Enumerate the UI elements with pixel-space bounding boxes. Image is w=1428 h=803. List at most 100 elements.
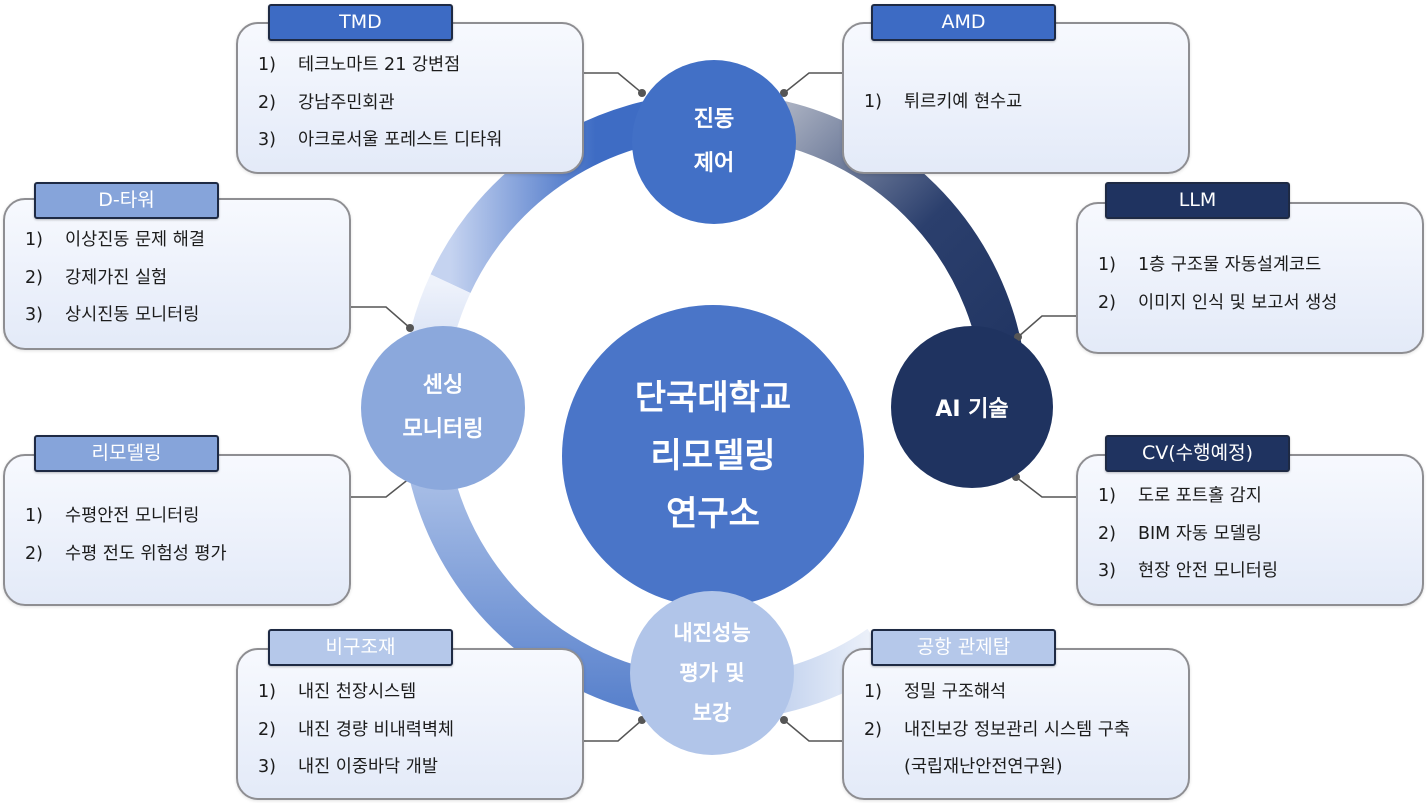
- sensing-line-2: 모니터링: [402, 417, 484, 442]
- connector-tmd: [583, 72, 643, 94]
- nonstructural-list: 1)내진 천장시스템 2) 내진 경량 비내력벽체 3) 내진 이중바닥 개발: [238, 674, 582, 787]
- list-item: 1) 1층 구조물 자동설계코드: [1078, 247, 1422, 285]
- vibration-control-node: 진동 제어: [632, 60, 796, 224]
- item-text: 강제가진 실험: [65, 267, 168, 288]
- item-text: 상시진동 모니터링: [65, 305, 200, 325]
- remodel-list: 1) 수평안전 모니터링 2) 수평 전도 위험성 평가: [5, 498, 349, 573]
- vibration-line-1: 진동: [693, 107, 735, 132]
- list-item: 1)정밀 구조해석: [844, 674, 1188, 712]
- dtower-box: 1) 이상진동 문제 해결 2)강제가진 실험 3)상시진동 모니터링: [3, 198, 351, 350]
- cv-list: 1) 도로 포트홀 감지 2) BIM 자동 모델링 3) 현장 안전 모니터링: [1078, 478, 1422, 591]
- list-item: (국립재난안전연구원): [844, 749, 1188, 787]
- amd-list: 1) 튀르키예 현수교: [844, 84, 1188, 122]
- item-number: 2): [1098, 292, 1116, 313]
- item-text: BIM 자동 모델링: [1138, 523, 1262, 544]
- item-number: 3): [258, 757, 276, 777]
- item-text: 현장 안전 모니터링: [1138, 561, 1278, 581]
- amd-label: AMD: [871, 4, 1056, 41]
- list-item: 2) BIM 자동 모델링: [1078, 516, 1422, 554]
- nonstructural-box: 1)내진 천장시스템 2) 내진 경량 비내력벽체 3) 내진 이중바닥 개발: [236, 648, 584, 800]
- item-number: 2): [864, 719, 882, 740]
- item-text: 1층 구조물 자동설계코드: [1138, 255, 1322, 275]
- center-line-2: 리모델링: [650, 436, 776, 476]
- llm-list: 1) 1층 구조물 자동설계코드 2) 이미지 인식 및 보고서 생성: [1078, 247, 1422, 322]
- item-number: 1): [864, 92, 882, 112]
- connector-dot-dtower: [406, 324, 414, 332]
- cv-label: CV(수행예정): [1105, 435, 1290, 472]
- seismic-evaluation-node: 내진성능 평가 및 보강: [630, 591, 794, 755]
- list-item: 3) 내진 이중바닥 개발: [238, 749, 582, 787]
- item-number: 3): [1098, 561, 1116, 581]
- llm-label: LLM: [1105, 182, 1290, 219]
- seismic-line-2: 평가 및: [679, 661, 745, 685]
- item-number: 2): [1098, 523, 1116, 544]
- list-item: 2)강제가진 실험: [5, 260, 349, 298]
- item-text: 수평 전도 위험성 평가: [65, 543, 227, 564]
- item-number: 1): [1098, 255, 1116, 275]
- center-line-3: 연구소: [666, 494, 760, 534]
- list-item: 2) 내진보강 정보관리 시스템 구축: [844, 712, 1188, 750]
- connector-remodel: [350, 477, 411, 498]
- item-text: 아크로서울 포레스트 디타워: [298, 130, 503, 150]
- item-number: 3): [258, 130, 276, 150]
- item-number: 2): [25, 543, 43, 564]
- ai-label: AI 기술: [935, 397, 1009, 422]
- list-item: 3) 아크로서울 포레스트 디타워: [238, 122, 582, 160]
- airport-tower-label: 공항 관제탑: [871, 629, 1056, 666]
- item-text: 내진보강 정보관리 시스템 구축: [904, 719, 1130, 740]
- item-text: 강남주민회관: [298, 92, 395, 113]
- item-number: 1): [25, 506, 43, 526]
- sensing-line-1: 센싱: [422, 373, 464, 398]
- item-number: 2): [258, 92, 276, 113]
- center-node: 단국대학교 리모델링 연구소: [562, 305, 864, 607]
- list-item: 2) 강남주민회관: [238, 85, 582, 123]
- item-number: 1): [258, 682, 276, 702]
- list-item: 1)내진 천장시스템: [238, 674, 582, 712]
- list-item: 1) 수평안전 모니터링: [5, 498, 349, 536]
- list-item: 2) 내진 경량 비내력벽체: [238, 712, 582, 750]
- remodel-label: 리모델링: [34, 435, 219, 472]
- item-text: 이상진동 문제 해결: [65, 230, 205, 250]
- item-text: (국립재난안전연구원): [904, 757, 1063, 777]
- connector-bigu: [583, 719, 643, 742]
- list-item: 2) 이미지 인식 및 보고서 생성: [1078, 285, 1422, 323]
- airport-tower-box: 1)정밀 구조해석 2) 내진보강 정보관리 시스템 구축 (국립재난안전연구원): [842, 648, 1190, 800]
- connector-amd: [783, 72, 844, 94]
- sensing-monitoring-node: 센싱 모니터링: [361, 326, 525, 490]
- item-number: 2): [258, 719, 276, 740]
- connector-dot-amd: [780, 89, 788, 97]
- item-text: 정밀 구조해석: [904, 682, 1007, 702]
- connector-dot-tmd: [638, 89, 646, 97]
- tmd-label: TMD: [268, 4, 453, 41]
- item-text: 도로 포트홀 감지: [1138, 486, 1262, 506]
- item-text: 테크노마트 21 강변점: [298, 55, 461, 75]
- list-item: 1) 튀르키예 현수교: [844, 84, 1188, 122]
- item-text: 내진 이중바닥 개발: [298, 757, 438, 777]
- nonstructural-label: 비구조재: [268, 629, 453, 666]
- item-number: 1): [258, 55, 276, 75]
- item-text: 수평안전 모니터링: [65, 506, 200, 526]
- item-text: 튀르키예 현수교: [904, 92, 1023, 112]
- item-number: 1): [25, 230, 43, 250]
- remodel-box: 1) 수평안전 모니터링 2) 수평 전도 위험성 평가: [3, 454, 351, 606]
- amd-box: 1) 튀르키예 현수교: [842, 22, 1190, 174]
- connector-llm: [1017, 315, 1077, 338]
- connector-dtower: [350, 306, 411, 329]
- connector-dot-airport: [780, 716, 788, 724]
- connector-airport: [783, 719, 844, 742]
- seismic-line-3: 보강: [692, 701, 732, 725]
- item-text: 이미지 인식 및 보고서 생성: [1138, 292, 1338, 313]
- seismic-line-1: 내진성능: [673, 621, 751, 645]
- tmd-box: 1) 테크노마트 21 강변점 2) 강남주민회관 3) 아크로서울 포레스트 디타워: [236, 22, 584, 174]
- item-text: 내진 경량 비내력벽체: [298, 719, 455, 740]
- list-item: 3)상시진동 모니터링: [5, 297, 349, 335]
- llm-box: 1) 1층 구조물 자동설계코드 2) 이미지 인식 및 보고서 생성: [1076, 202, 1424, 354]
- dtower-label: D-타워: [34, 182, 219, 219]
- connector-cv: [1015, 476, 1077, 498]
- airport-tower-list: 1)정밀 구조해석 2) 내진보강 정보관리 시스템 구축 (국립재난안전연구원): [844, 674, 1188, 787]
- cv-box: 1) 도로 포트홀 감지 2) BIM 자동 모델링 3) 현장 안전 모니터링: [1076, 454, 1424, 606]
- item-number: 1): [1098, 486, 1116, 506]
- list-item: 1) 도로 포트홀 감지: [1078, 478, 1422, 516]
- list-item: 3) 현장 안전 모니터링: [1078, 553, 1422, 591]
- list-item: 1) 테크노마트 21 강변점: [238, 47, 582, 85]
